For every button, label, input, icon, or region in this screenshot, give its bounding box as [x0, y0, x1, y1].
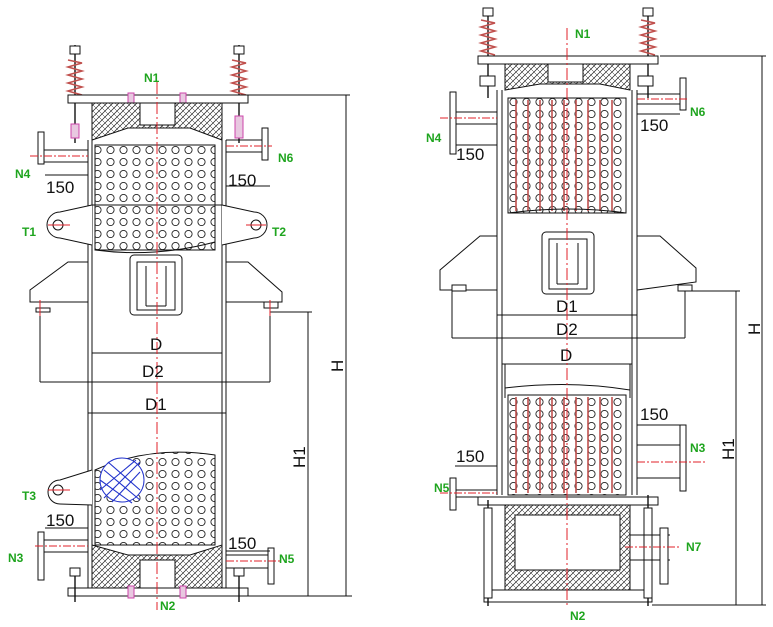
left-labels: N1 N2 N3 N4 N5 N6 T1 T2 T3 D D2 D1 150 1…	[8, 71, 347, 613]
left-dim-150-n3: 150	[46, 511, 74, 530]
right-dim-h: H	[745, 323, 764, 335]
left-dim-150-n4: 150	[46, 178, 74, 197]
right-nozzle-n3: N3	[690, 441, 706, 455]
right-dim-d: D	[560, 346, 572, 365]
left-lug-t1: T1	[22, 225, 36, 239]
left-top-stud-left	[65, 45, 85, 143]
left-nozzle-n6: N6	[278, 151, 294, 165]
right-labels: N1 N2 N3 N4 N5 N6 N7 D1 D2 D 150 150 150…	[426, 27, 764, 623]
right-nozzle-n1: N1	[575, 27, 591, 41]
left-top-stud-right	[229, 45, 249, 143]
left-dim-d1: D1	[145, 395, 167, 414]
right-dim-150-n5: 150	[456, 447, 484, 466]
left-dim-d: D	[150, 335, 162, 354]
right-dim-d2: D2	[556, 320, 578, 339]
left-nozzle-n2: N2	[160, 599, 176, 613]
right-dim-d1: D1	[556, 297, 578, 316]
right-nozzle-n4: N4	[426, 131, 442, 145]
left-lug-t3: T3	[22, 489, 36, 503]
left-nozzle-n1: N1	[144, 71, 160, 85]
right-dim-h1: H1	[719, 438, 738, 460]
left-nozzle-n3: N3	[8, 551, 24, 565]
right-nozzle-n5: N5	[434, 481, 450, 495]
left-nozzle-n4: N4	[15, 167, 31, 181]
left-dim-150-n5: 150	[228, 534, 256, 553]
right-dim-150-n6: 150	[640, 116, 668, 135]
right-dim-150-n3: 150	[640, 405, 668, 424]
left-dim-150-n6: 150	[228, 171, 256, 190]
left-vessel	[29, 45, 352, 602]
left-centerline	[30, 82, 280, 610]
right-dim-150-n4: 150	[456, 145, 484, 164]
right-nozzle-n2: N2	[570, 609, 586, 623]
left-dim-h: H	[328, 360, 347, 372]
right-vessel	[439, 7, 766, 606]
left-dim-d2: D2	[142, 362, 164, 381]
right-nozzle-n6: N6	[690, 105, 706, 119]
right-centerline	[440, 28, 705, 608]
left-lug-t2: T2	[272, 225, 286, 239]
left-nozzle-n5: N5	[279, 552, 295, 566]
right-nozzle-n7: N7	[686, 540, 702, 554]
left-dim-h1: H1	[290, 446, 309, 468]
